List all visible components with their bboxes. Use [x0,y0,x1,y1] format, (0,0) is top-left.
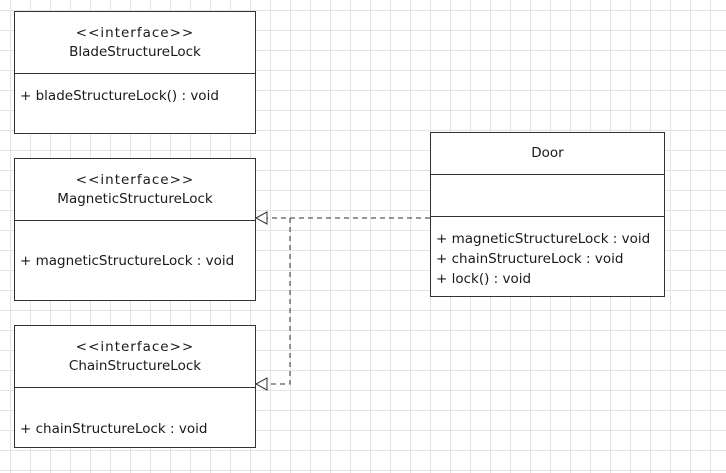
interface-header: <<interface>> BladeStructureLock [15,12,255,74]
stereotype-label: <<interface>> [75,24,195,41]
class-box-door[interactable]: Door + magneticStructureLock : void + ch… [430,132,665,297]
class-name: Door [531,145,564,161]
method-compartment: + magneticStructureLock : void [15,221,255,300]
interface-header: <<interface>> MagneticStructureLock [15,159,255,221]
method-compartment: + chainStructureLock : void [15,388,255,447]
realization-line-chain[interactable] [267,218,291,385]
interface-box-magnetic-structure-lock[interactable]: <<interface>> MagneticStructureLock + ma… [14,158,256,301]
realization-arrowhead-chain [254,377,268,391]
method-entry: + chainStructureLock : void [436,251,624,267]
method-compartment: + bladeStructureLock() : void [15,74,255,133]
interface-name: MagneticStructureLock [57,190,213,207]
method-entry: + magneticStructureLock : void [436,231,651,247]
class-header: Door [431,133,664,175]
method-entry: + lock() : void [436,271,532,287]
interface-box-chain-structure-lock[interactable]: <<interface>> ChainStructureLock + chain… [14,325,256,448]
method-entry: + magneticStructureLock : void [20,252,235,269]
interface-name: BladeStructureLock [69,43,201,60]
stereotype-label: <<interface>> [75,171,195,188]
interface-name: ChainStructureLock [68,357,202,374]
method-entry: + chainStructureLock : void [20,421,208,437]
interface-header: <<interface>> ChainStructureLock [15,326,255,388]
method-entry: + bladeStructureLock() : void [20,88,219,104]
method-compartment: + magneticStructureLock : void + chainSt… [431,217,664,296]
realization-arrowhead-magnetic [254,211,268,225]
interface-box-blade-structure-lock[interactable]: <<interface>> BladeStructureLock + blade… [14,11,256,134]
stereotype-label: <<interface>> [75,338,195,355]
attribute-compartment [431,175,664,217]
